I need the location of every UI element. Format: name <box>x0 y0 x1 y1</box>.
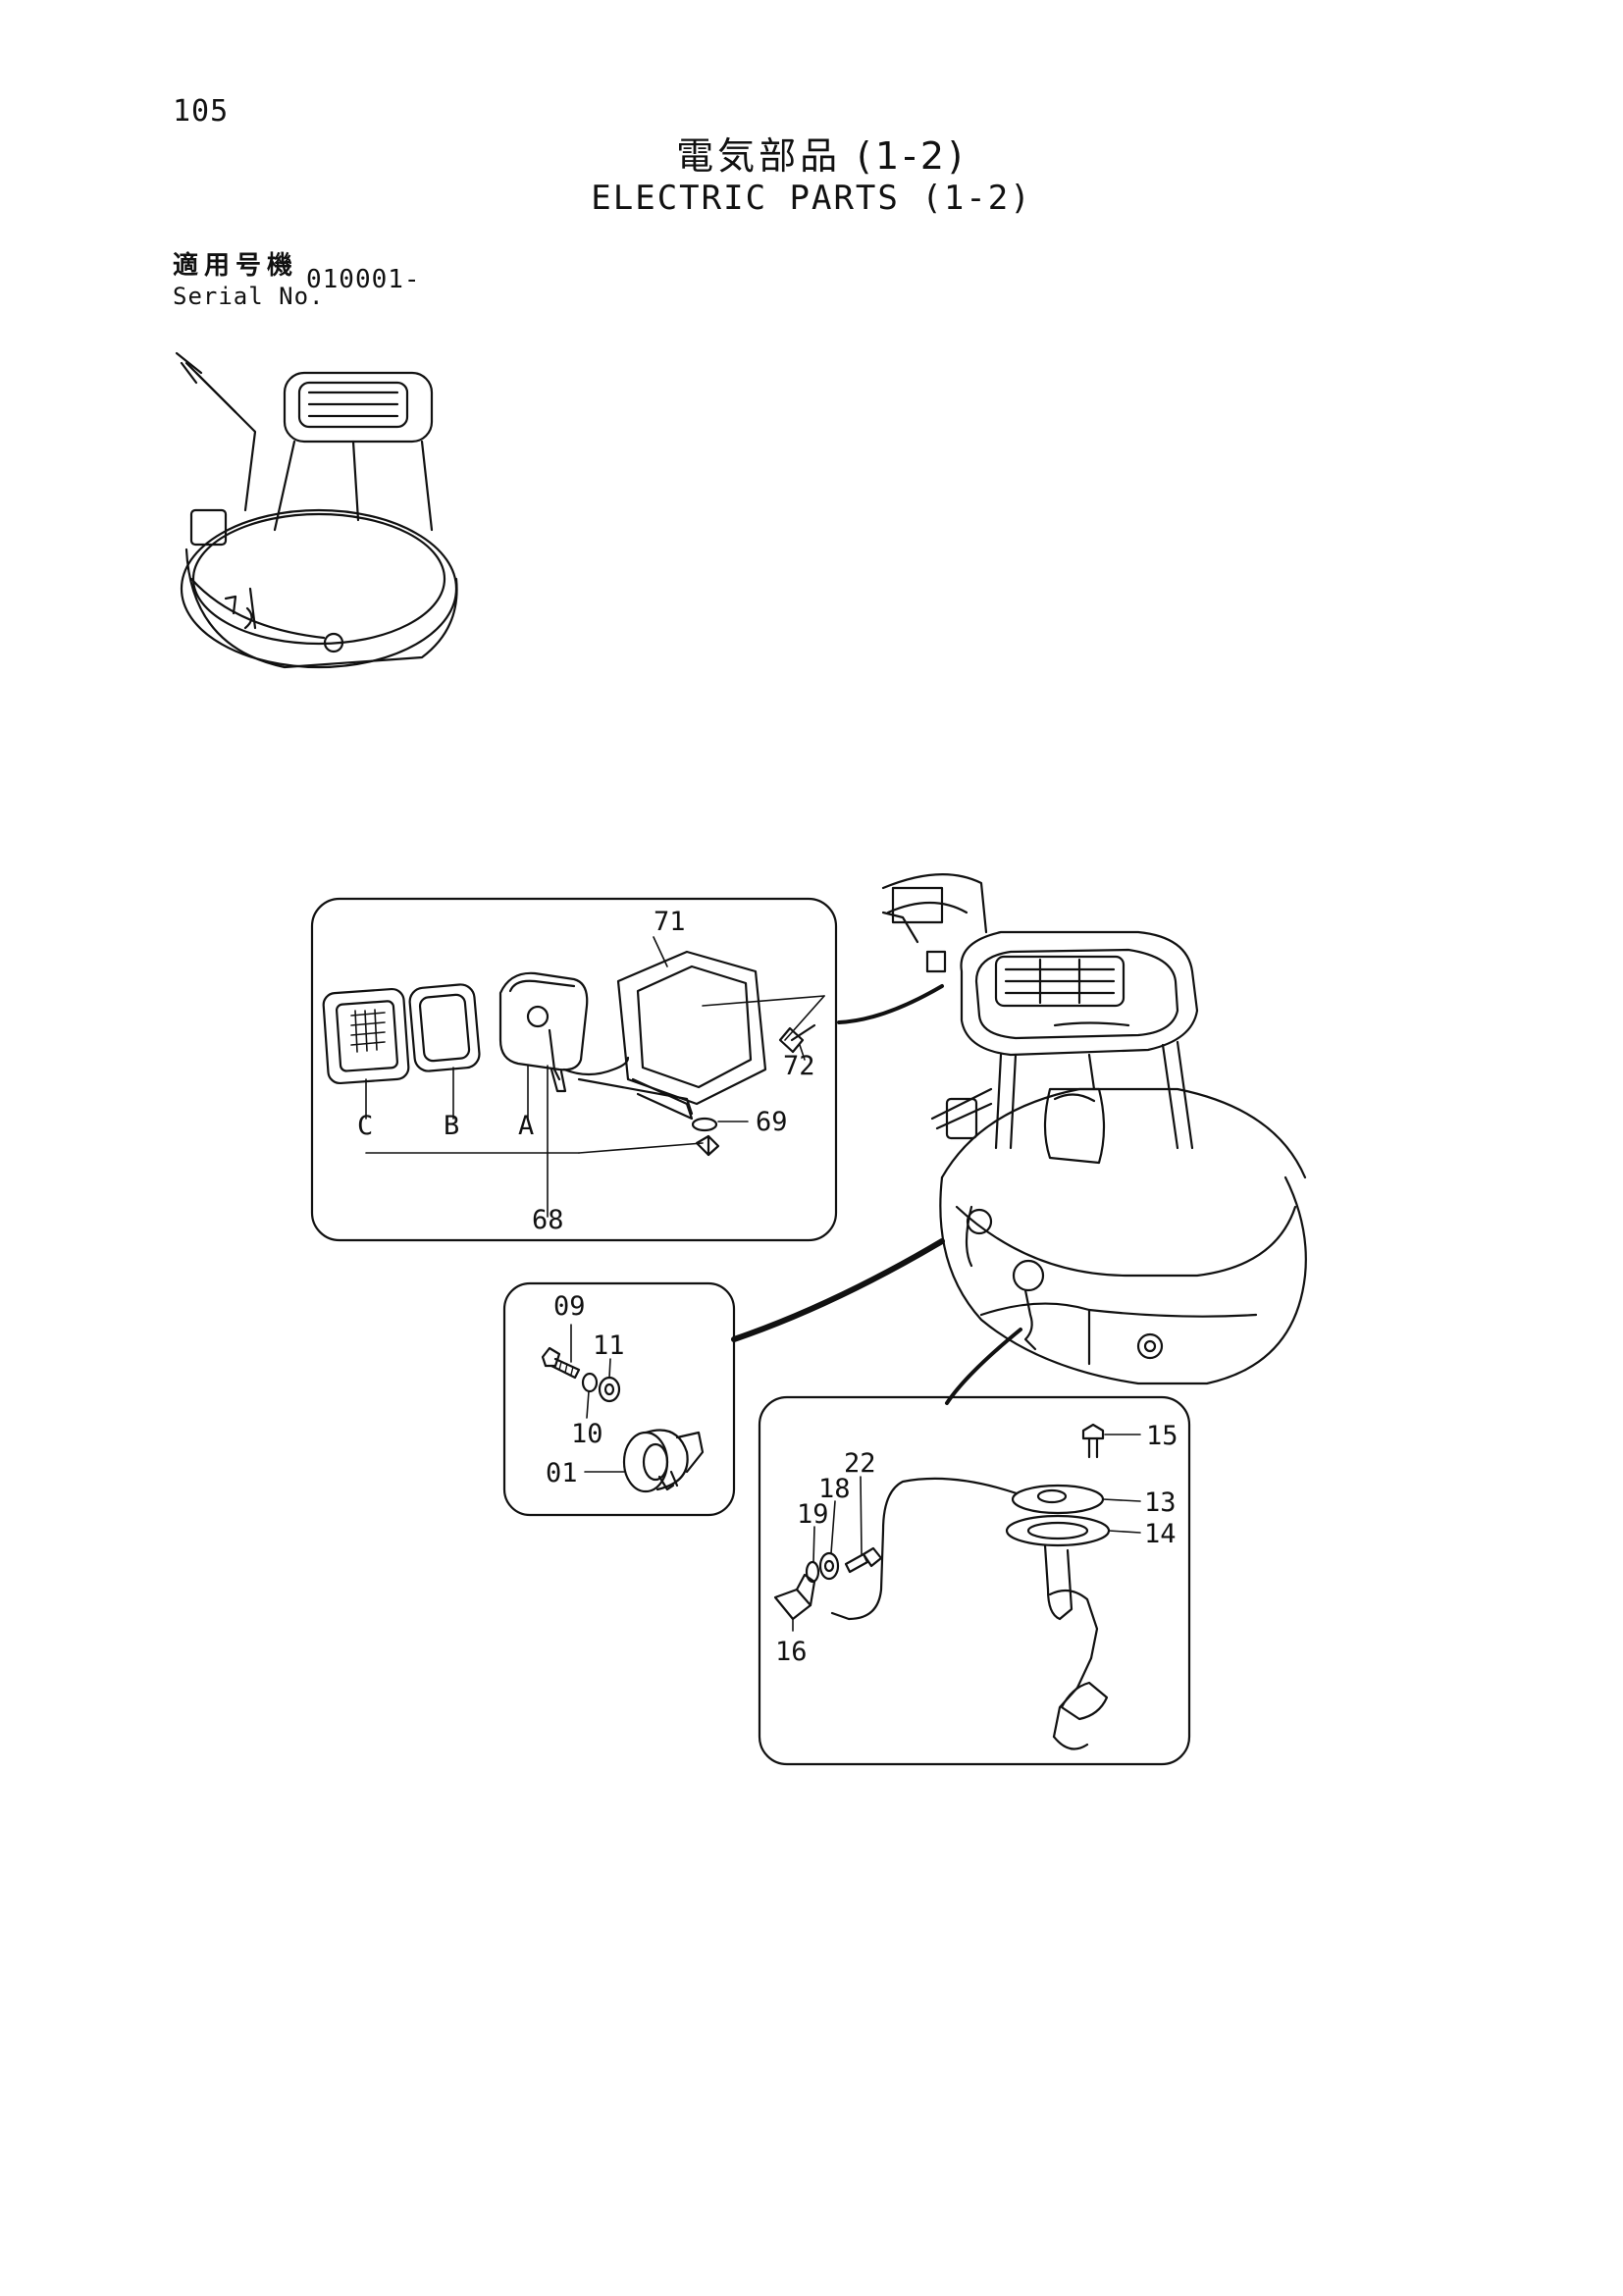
page-title-japanese: 電気部品 (1-2) <box>676 134 967 178</box>
callout-71: 71 <box>654 907 686 937</box>
callout-72: 72 <box>783 1051 815 1081</box>
horn-assembly <box>541 1346 705 1493</box>
callout-19: 19 <box>797 1499 829 1530</box>
callout-01: 01 <box>546 1458 578 1488</box>
callout-09: 09 <box>553 1291 586 1322</box>
locator-machine-sketch <box>175 351 458 669</box>
callout-A: A <box>518 1111 534 1141</box>
callout-11: 11 <box>593 1331 625 1361</box>
callout-13: 13 <box>1144 1487 1177 1518</box>
main-machine-drawing <box>881 873 1307 1385</box>
lamp-leaders <box>365 936 825 1218</box>
detail-box-lamp <box>310 897 838 1242</box>
leader-sender <box>945 1328 1022 1405</box>
callout-B: B <box>444 1111 459 1141</box>
detail-box-horn <box>502 1281 736 1517</box>
callout-C: C <box>357 1111 373 1141</box>
leader-lamp <box>837 984 944 1024</box>
callout-68: 68 <box>532 1205 564 1235</box>
lamp-assembly <box>322 950 816 1157</box>
page-number: 105 <box>173 94 230 129</box>
connector-icon <box>925 950 947 973</box>
callout-16: 16 <box>775 1637 808 1667</box>
callout-22: 22 <box>844 1448 876 1479</box>
serial-label-japanese: 適用号機 <box>173 251 299 281</box>
leader-horn <box>731 1238 945 1342</box>
detail-box-fuel-sender <box>758 1395 1191 1766</box>
fuel-sender-assembly <box>773 1423 1111 1750</box>
serial-label-english: Serial No. <box>173 283 325 310</box>
callout-10: 10 <box>571 1419 603 1449</box>
sender-leaders <box>792 1434 1141 1632</box>
callout-14: 14 <box>1144 1519 1177 1549</box>
callout-15: 15 <box>1146 1421 1178 1451</box>
page-title-english: ELECTRIC PARTS (1-2) <box>591 179 1032 218</box>
callout-18: 18 <box>818 1474 851 1504</box>
callout-69: 69 <box>756 1107 788 1137</box>
serial-number-value: 010001- <box>306 265 421 294</box>
horn-leaders <box>570 1324 625 1473</box>
